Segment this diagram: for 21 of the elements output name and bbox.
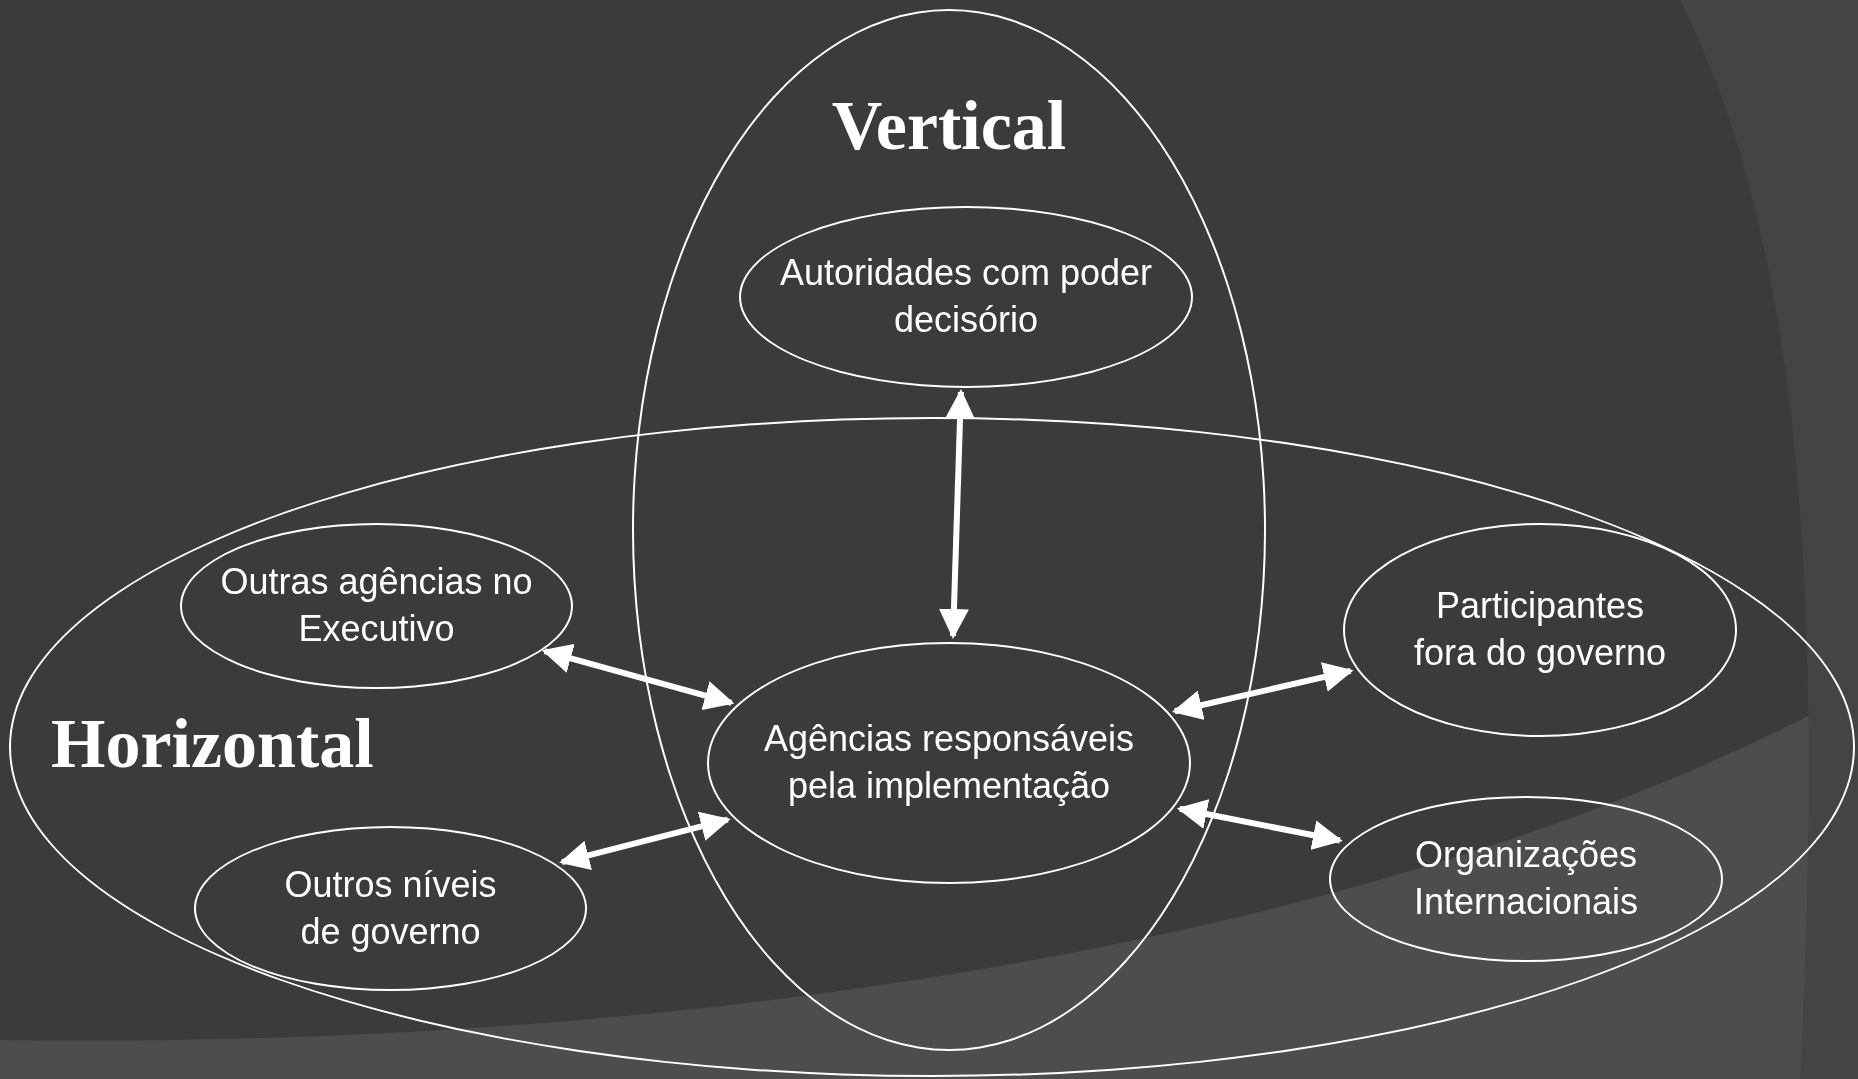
double-arrow xyxy=(938,389,975,639)
double-arrow xyxy=(541,643,735,711)
node-label: Autoridades com poder decisório xyxy=(778,251,1154,342)
ellipse-node xyxy=(739,206,1193,388)
node-label: Organizações Internacionais xyxy=(1412,833,1640,924)
double-arrow xyxy=(1171,662,1354,720)
ellipse-node xyxy=(180,523,573,689)
node-label: Participantes fora do governo xyxy=(1412,584,1668,675)
node-label: Outros níveis de governo xyxy=(283,862,498,954)
group-title: Horizontal xyxy=(51,709,374,779)
group-ellipse xyxy=(9,417,1855,1077)
ellipse-node xyxy=(194,826,587,991)
double-arrow xyxy=(559,811,731,870)
node-label: Agências responsáveis pela implementação xyxy=(762,717,1136,808)
node-label: Outras agências no Executivo xyxy=(219,560,534,651)
double-arrow xyxy=(1176,799,1343,850)
ellipse-node xyxy=(707,642,1191,884)
group-ellipse xyxy=(632,9,1266,1051)
group-title: Vertical xyxy=(830,91,1068,161)
ellipse-node xyxy=(1343,523,1737,737)
ellipse-node xyxy=(1329,796,1723,962)
